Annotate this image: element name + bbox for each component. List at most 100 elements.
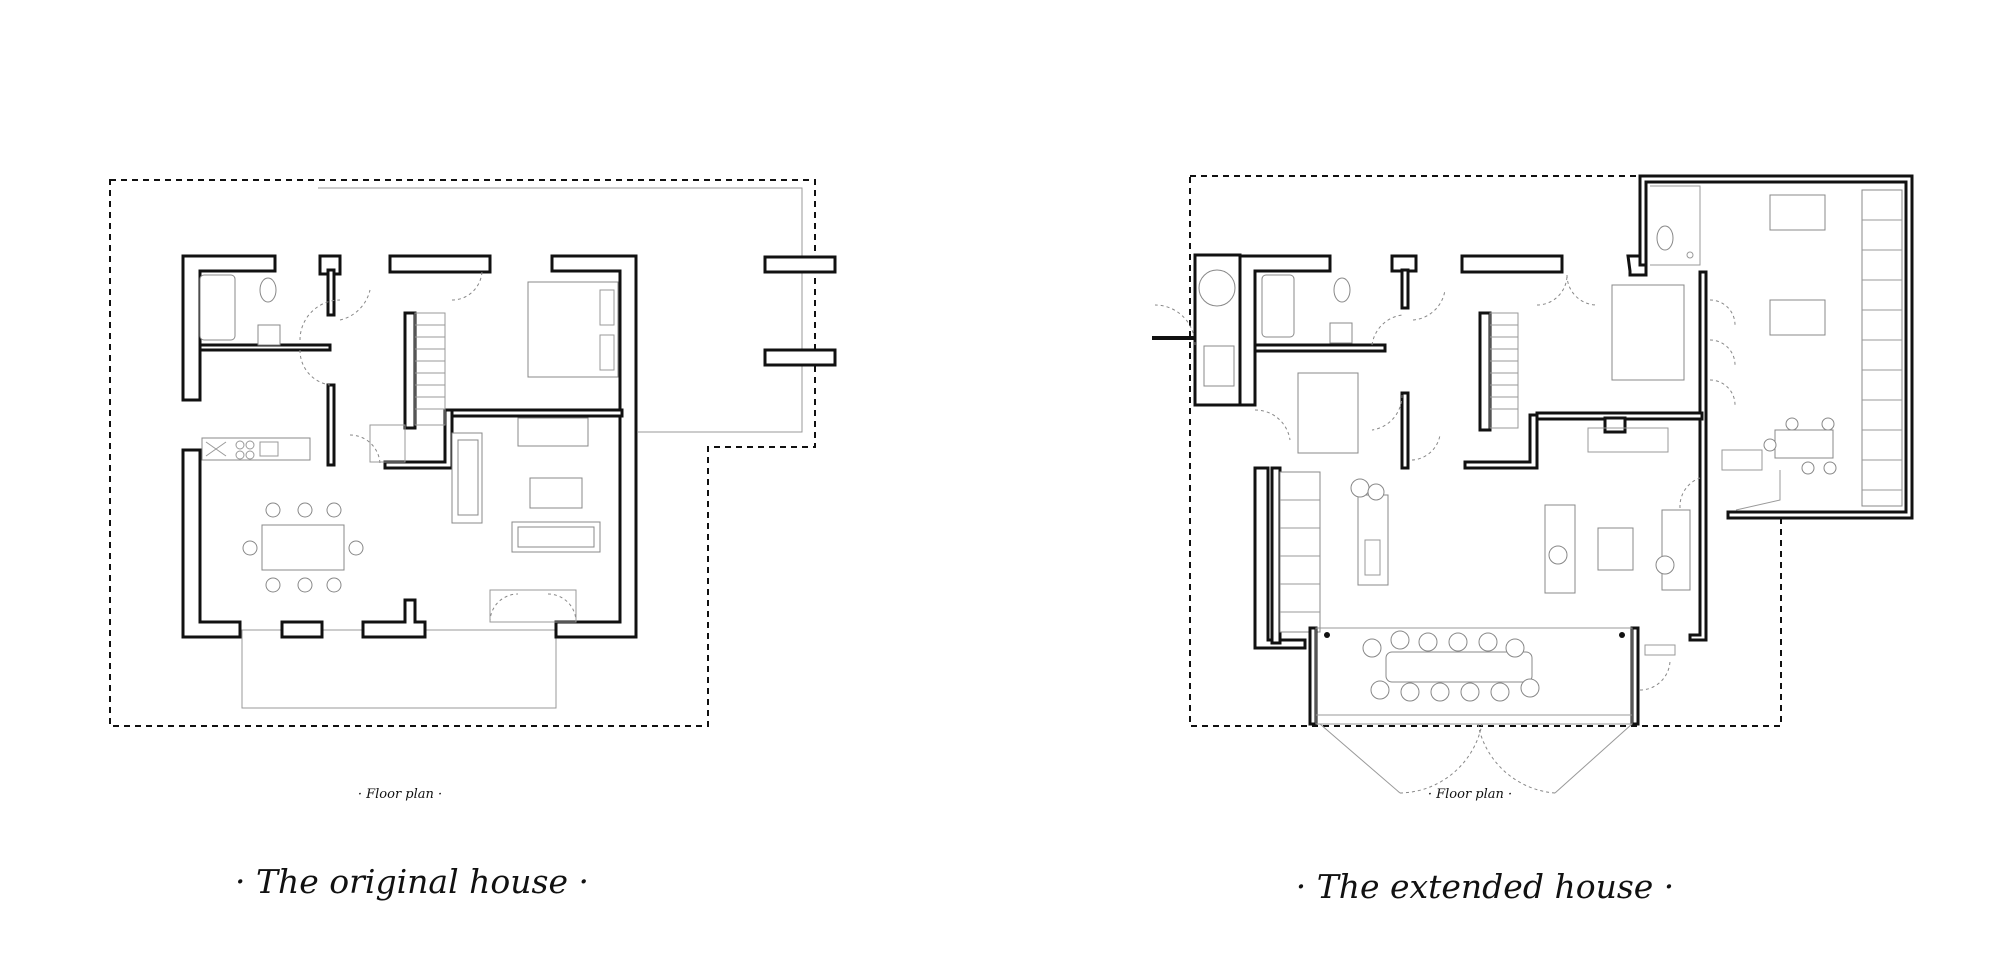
interior-wall xyxy=(1400,268,1410,310)
door-swing xyxy=(1411,434,1441,461)
interior-wall xyxy=(1253,343,1387,353)
door-swing xyxy=(1639,659,1671,691)
washbasin xyxy=(1329,322,1353,344)
panel-title: · The original house · xyxy=(235,862,589,901)
door-swing xyxy=(1477,723,1556,794)
porch-outline xyxy=(1315,627,1633,725)
floor-plan-caption: · Floor plan · xyxy=(1427,787,1513,802)
interior-wall xyxy=(450,408,624,418)
annex-door-frame xyxy=(1152,336,1195,340)
bathtub xyxy=(1261,274,1295,338)
door-swing xyxy=(1371,314,1403,346)
kitchen-storage-wall xyxy=(1279,471,1321,633)
kitchen-counter xyxy=(201,437,311,461)
bed xyxy=(1769,299,1826,336)
door-swing xyxy=(451,269,483,301)
french-door-frame xyxy=(489,589,577,623)
folding-door xyxy=(1319,723,1401,794)
extended-floor-plan-drawing xyxy=(1152,174,1914,794)
dining-table-set xyxy=(242,502,364,593)
interior-wall xyxy=(326,268,336,317)
door-swing xyxy=(1371,394,1403,431)
door-swing xyxy=(299,349,331,386)
door-swing xyxy=(1679,477,1701,509)
toilet xyxy=(259,277,277,303)
stair-wall xyxy=(403,311,417,430)
porch-chairs xyxy=(1362,630,1540,702)
outer-wall-right xyxy=(1688,270,1708,642)
wall-stub xyxy=(763,348,837,367)
double-bed xyxy=(527,281,619,378)
porch-table xyxy=(1385,651,1533,683)
door-swing xyxy=(1709,379,1736,406)
door-swing xyxy=(1399,723,1483,794)
terrace-outline xyxy=(318,187,803,433)
desk xyxy=(1774,429,1834,459)
wall-segment xyxy=(361,598,427,639)
wall-segment xyxy=(388,254,492,274)
wall-segment xyxy=(1626,254,1648,277)
person-figure xyxy=(1350,478,1370,498)
interior-wall xyxy=(198,343,332,352)
site-boundary xyxy=(109,179,816,727)
door-swing xyxy=(349,434,381,466)
interior-wall xyxy=(383,408,454,470)
original-floor-plan-drawing xyxy=(109,179,837,727)
door-swing xyxy=(1536,274,1568,306)
stair-wall xyxy=(1478,311,1492,432)
extended-house-panel: · Floor plan · · The extended house · xyxy=(1000,0,2000,974)
extension-partition xyxy=(1735,470,1781,511)
chimney xyxy=(1603,416,1627,434)
porch-wall xyxy=(1630,626,1640,726)
wall-segment xyxy=(280,620,324,639)
wall-stub xyxy=(763,255,837,274)
door-swing xyxy=(1566,274,1598,306)
folding-door xyxy=(1554,723,1633,794)
door-swing xyxy=(547,593,577,623)
living-room-furniture xyxy=(451,417,601,553)
landing xyxy=(369,424,406,463)
original-house-panel: · Floor plan · · The original house · xyxy=(109,179,837,901)
bench xyxy=(1587,427,1669,453)
washbasin xyxy=(257,324,281,346)
door-swing xyxy=(1709,299,1736,326)
round-tub xyxy=(1198,269,1236,307)
double-bed xyxy=(1611,284,1685,381)
toilet xyxy=(1333,277,1351,303)
door-swing xyxy=(489,593,519,623)
outer-walls xyxy=(181,254,277,402)
porch-wall xyxy=(1308,626,1318,726)
cabinet xyxy=(1297,372,1359,454)
door-swing xyxy=(299,299,341,341)
door-swing xyxy=(1709,339,1736,366)
floor-plan-caption: · Floor plan · xyxy=(357,787,443,802)
door-swing xyxy=(1254,409,1291,441)
front-terrace-outline xyxy=(241,629,557,709)
toilet xyxy=(1656,225,1674,251)
bed xyxy=(1769,194,1826,231)
interior-wall xyxy=(1463,413,1539,470)
door-swing xyxy=(339,289,371,321)
shower xyxy=(1203,345,1235,387)
bathtub xyxy=(199,274,236,341)
outer-wall-left xyxy=(1253,466,1307,650)
staircase xyxy=(414,312,446,426)
staircase xyxy=(1489,312,1519,429)
extension-wc xyxy=(1650,185,1701,266)
interior-wall xyxy=(326,383,336,467)
door-swing xyxy=(1412,289,1446,321)
person-figure xyxy=(1548,545,1568,565)
built-in-storage xyxy=(1861,189,1903,507)
panel-title: · The extended house · xyxy=(1295,867,1675,906)
wall-segment xyxy=(1460,254,1564,274)
step xyxy=(1644,644,1676,656)
interior-wall xyxy=(1270,466,1282,645)
coffee-table xyxy=(1597,527,1634,571)
sofa xyxy=(1661,509,1691,591)
interior-wall xyxy=(1400,391,1410,470)
bench xyxy=(1721,449,1763,471)
person-figure xyxy=(1655,555,1675,575)
outer-wall xyxy=(1238,254,1332,407)
person-figure xyxy=(1367,483,1385,501)
outer-wall-left xyxy=(181,448,242,639)
